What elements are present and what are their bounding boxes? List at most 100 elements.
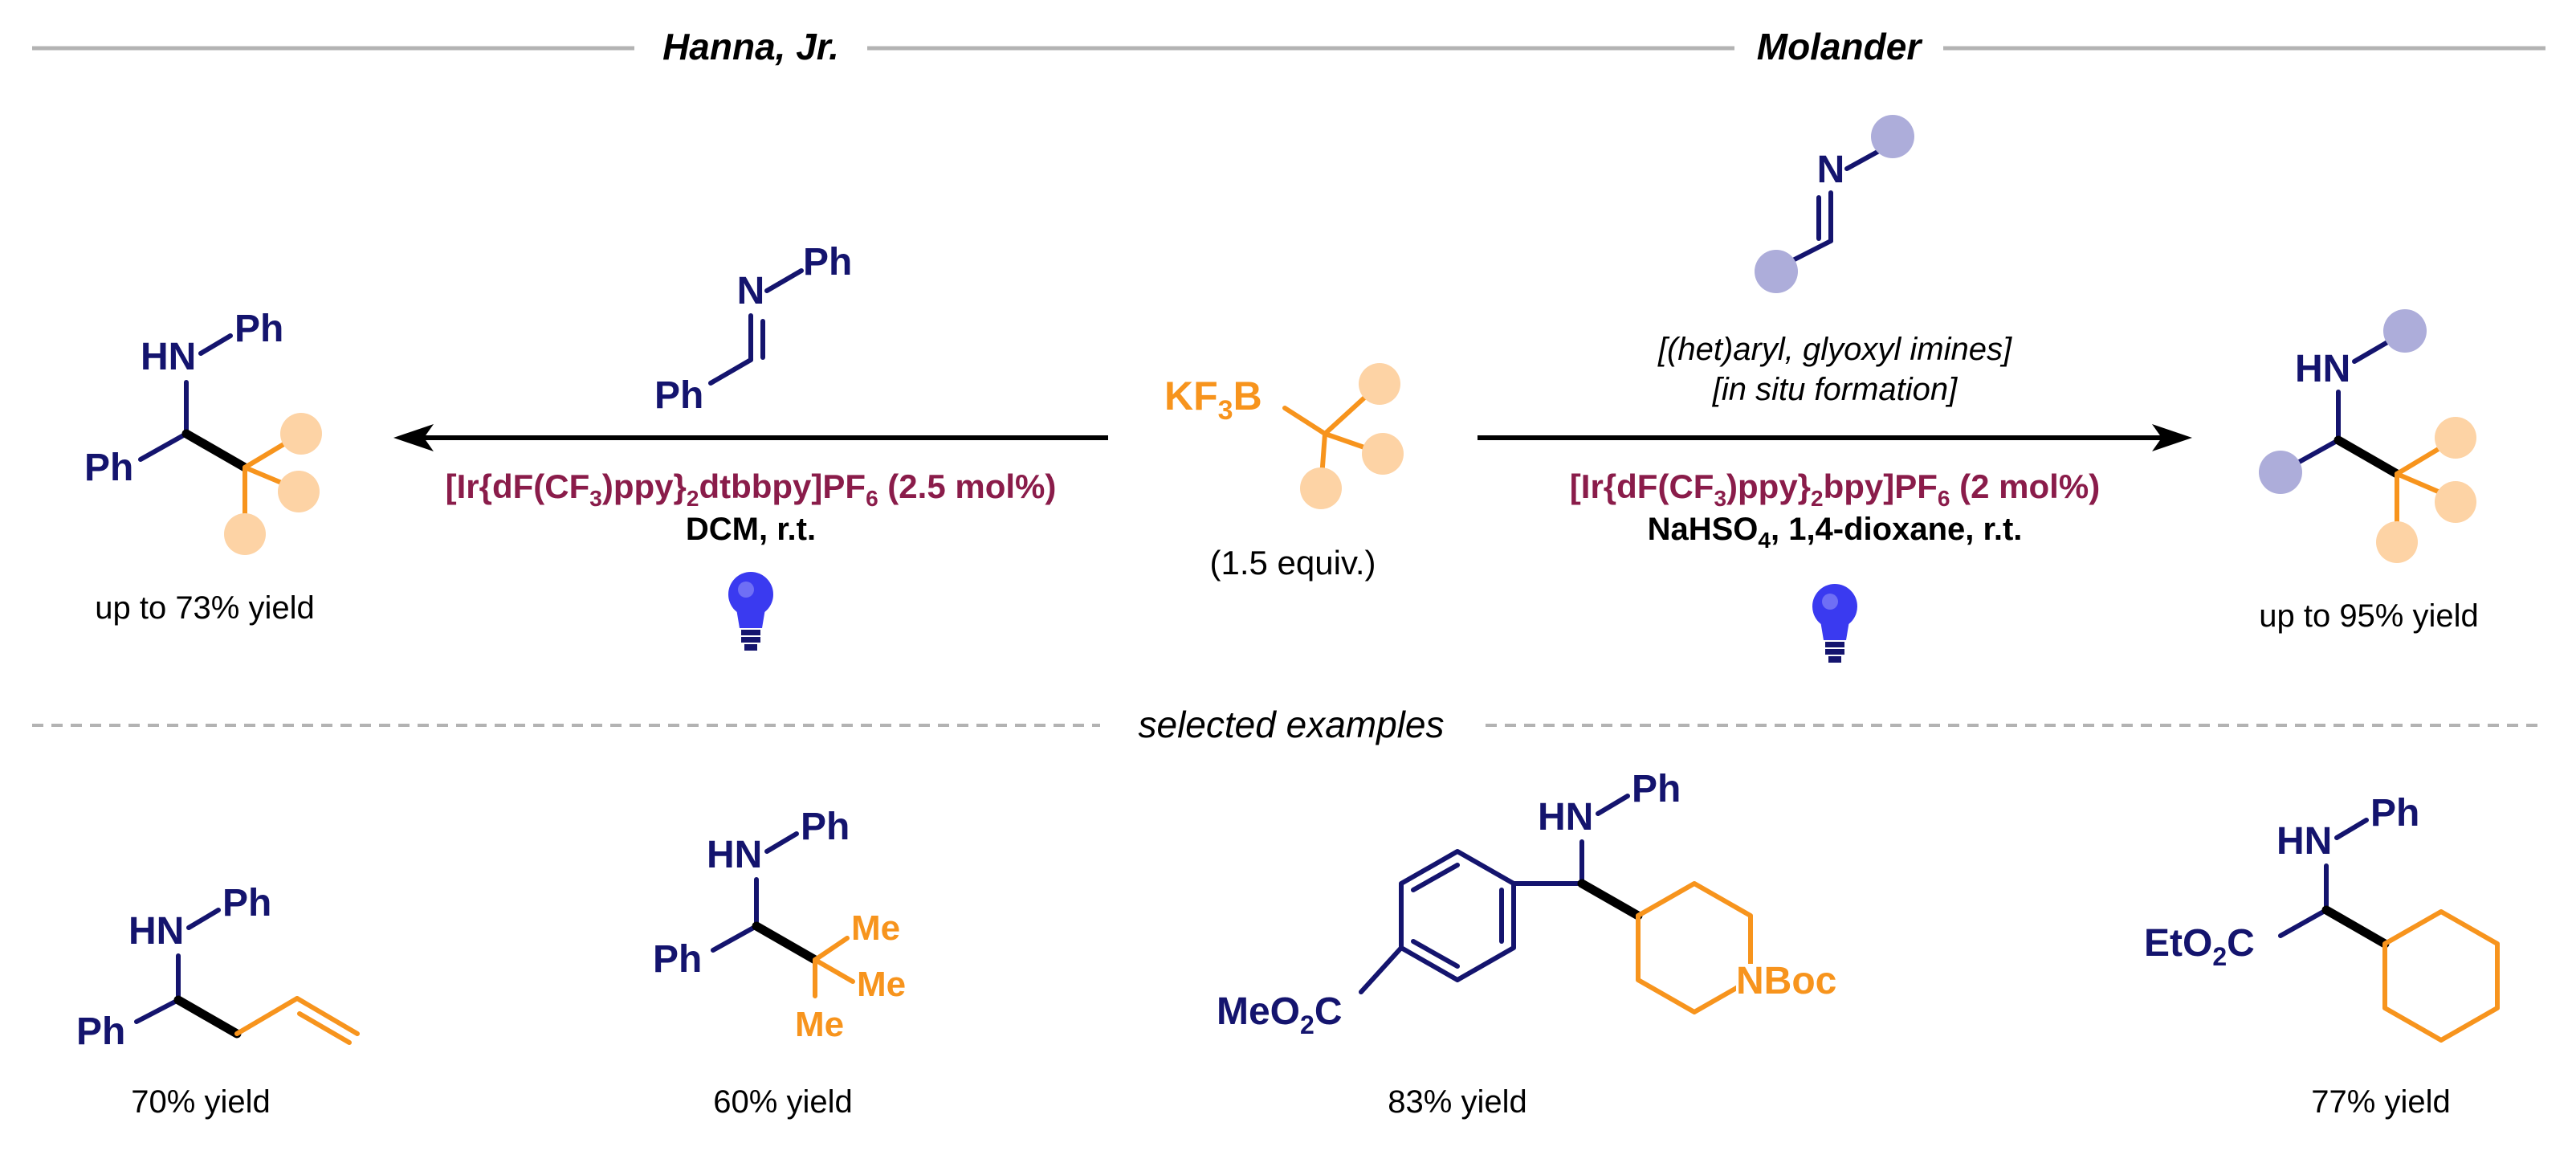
trifluoroborate-reagent: KF3B (1.5 equiv.)	[1164, 363, 1404, 582]
cyclohexyl-ring	[2382, 909, 2500, 1043]
imine-substituent-dot	[1755, 250, 1798, 293]
alkyl-substituent-dot	[2376, 521, 2418, 563]
example-3: HN Ph MeO2C NBoc 83% yield	[1217, 768, 1836, 1120]
example-n-phenyl: Ph	[801, 806, 850, 848]
example-n-ph-bond	[186, 908, 221, 930]
left-reaction: N Ph Ph [Ir{dF(CF3)ppy}2dtbbpy]PF6 (2.5 …	[84, 241, 1108, 651]
alkyl-substituent-dot	[1359, 363, 1400, 405]
alkyl-substituent-dot	[1300, 467, 1342, 509]
example-4: HN Ph EtO2C 77% yield	[2144, 792, 2500, 1120]
example-n-ph-bond	[764, 831, 799, 854]
reagent-bond-b-c	[1282, 406, 1327, 436]
lightbulb-icon	[1812, 584, 1857, 663]
aryl-inner-double-2	[1411, 863, 1460, 892]
reagent-equiv: (1.5 equiv.)	[1210, 544, 1376, 582]
tbu-methyl-1: Me	[851, 908, 900, 948]
example-c-ph-bond	[711, 924, 759, 953]
left-conditions: DCM, r.t.	[686, 512, 816, 547]
product-hn: HN	[141, 336, 196, 378]
examples-label: selected examples	[1139, 704, 1445, 745]
allyl-double-2	[297, 1011, 352, 1045]
example-new-cc-bond	[2321, 905, 2390, 949]
nboc-label-mask	[1736, 964, 1765, 996]
allyl-double-1	[295, 996, 360, 1036]
right-imine: N	[1755, 115, 1914, 293]
allyl-bond-1	[234, 996, 300, 1036]
alkyl-substituent-dot	[1362, 433, 1404, 475]
example-c-ester-bond	[2278, 908, 2329, 938]
imine-n-label: N	[737, 270, 765, 312]
product-new-cc-bond	[181, 429, 250, 472]
imine-n-r-bond	[1844, 149, 1881, 171]
aryl-inner-double-3	[1411, 939, 1460, 969]
aryl-ring	[1399, 849, 1516, 982]
example-hn: HN	[2276, 820, 2332, 863]
example-yield: 70% yield	[131, 1084, 270, 1120]
example-yield: 77% yield	[2311, 1084, 2450, 1120]
imine-c-ph-bond	[708, 357, 753, 386]
example-new-cc-bond	[1577, 879, 1643, 920]
piperidine-ring	[1636, 881, 1753, 1014]
methyl-ester: MeO2C	[1217, 990, 1342, 1039]
imine-c-phenyl: Ph	[654, 374, 703, 417]
right-product: HN up to 95% yield	[2259, 309, 2479, 634]
imine-substituent-dot	[2383, 309, 2427, 353]
right-yield: up to 95% yield	[2259, 598, 2479, 634]
left-arrowhead	[393, 424, 434, 451]
product-hn: HN	[2295, 348, 2350, 390]
example-n-ph-bond	[2334, 818, 2369, 840]
tbu-methyl-2: Me	[857, 965, 906, 1004]
example-n-ph-bond	[1596, 794, 1630, 816]
imine-n-label: N	[1817, 149, 1845, 191]
alkyl-substituent-dot	[224, 513, 266, 555]
tbu-methyl-3: Me	[795, 1005, 844, 1044]
example-new-cc-bond	[173, 995, 242, 1039]
left-yield: up to 73% yield	[95, 590, 315, 626]
alkyl-substituent-dot	[2435, 417, 2476, 459]
product-new-cc-bond	[2333, 435, 2402, 479]
example-1: HN Ph Ph 70% yield	[76, 882, 360, 1120]
product-n-ph-bond	[198, 333, 233, 356]
example-yield: 83% yield	[1388, 1084, 1526, 1120]
header: Hanna, Jr. Molander	[32, 26, 2545, 67]
right-conditions: NaHSO4, 1,4-dioxane, r.t.	[1648, 512, 2023, 553]
left-catalyst: [Ir{dF(CF3)ppy}2dtbbpy]PF6 (2.5 mol%)	[446, 467, 1057, 511]
examples-divider: selected examples	[32, 704, 2545, 745]
example-c-ph-bond	[134, 998, 181, 1024]
right-arrowhead	[2152, 424, 2192, 451]
right-catalyst: [Ir{dF(CF3)ppy}2bpy]PF6 (2 mol%)	[1570, 467, 2100, 511]
left-imine: N Ph Ph	[654, 241, 852, 417]
imine-n-ph-bond	[764, 268, 804, 293]
example-hn: HN	[1538, 796, 1593, 839]
product-c-phenyl: Ph	[84, 447, 133, 489]
example-hn: HN	[128, 910, 184, 953]
alkyl-substituent-dot	[280, 413, 322, 455]
left-author-label: Hanna, Jr.	[662, 26, 839, 67]
nboc-label: NBoc	[1736, 960, 1836, 1002]
product-c-r-bond	[2293, 438, 2341, 467]
imine-scope-line1: [(het)aryl, glyoxyl imines]	[1657, 332, 2012, 367]
example-c-phenyl: Ph	[653, 938, 702, 981]
tbu-me-bond-1	[813, 936, 850, 962]
left-product: HN Ph Ph up to 73% yield	[84, 308, 322, 626]
example-2: HN Ph Ph Me Me Me 60% yield	[653, 806, 906, 1120]
alkyl-substituent-dot	[278, 471, 320, 512]
aryl-ester-bond	[1359, 945, 1404, 994]
tbu-me-bond-2	[813, 957, 855, 984]
product-n-phenyl: Ph	[234, 308, 283, 350]
imine-n-phenyl: Ph	[803, 241, 852, 284]
ethyl-ester: EtO2C	[2144, 922, 2255, 971]
right-author-label: Molander	[1757, 26, 1923, 67]
imine-scope-line2: [in situ formation]	[1712, 372, 1958, 407]
product-n-r-bond	[2352, 339, 2391, 364]
right-reaction: N [(het)aryl, glyoxyl imines] [in situ f…	[1478, 115, 2479, 663]
imine-substituent-dot	[1871, 115, 1914, 158]
example-n-phenyl: Ph	[222, 882, 271, 924]
example-new-cc-bond	[752, 921, 820, 965]
example-c-phenyl: Ph	[76, 1010, 125, 1053]
lightbulb-icon	[728, 572, 773, 651]
imine-substituent-dot	[2259, 451, 2302, 494]
example-hn: HN	[707, 834, 762, 876]
product-c-ph-bond	[138, 431, 189, 462]
